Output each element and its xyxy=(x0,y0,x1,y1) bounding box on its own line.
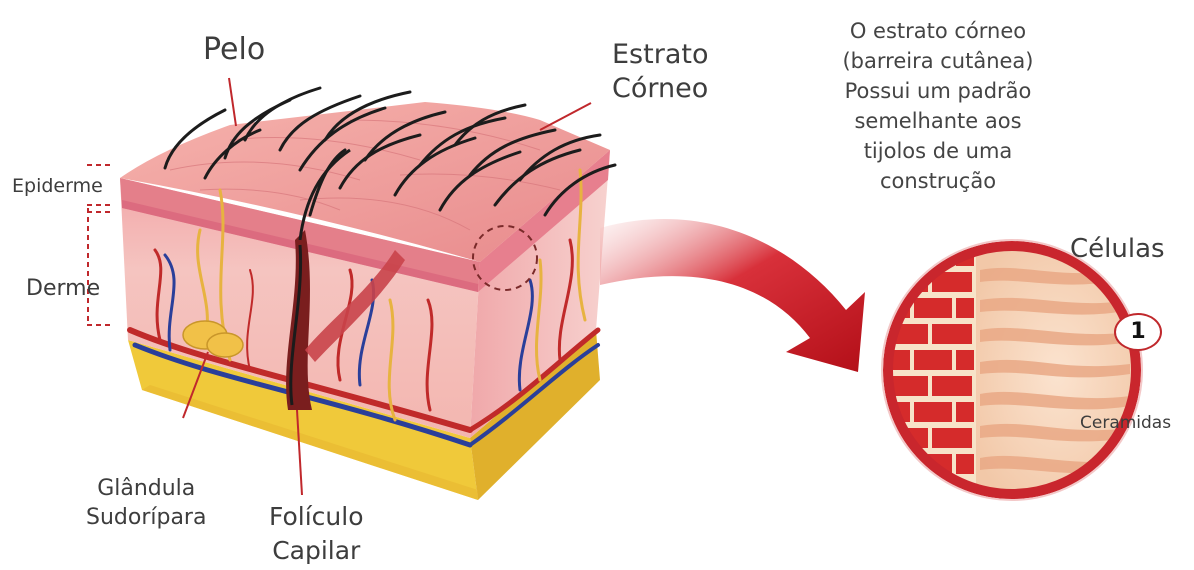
explanation-line: (barreira cutânea) xyxy=(826,46,1050,76)
label-pelo: Pelo xyxy=(203,32,265,67)
explanation-line: O estrato córneo xyxy=(826,16,1050,46)
label-estrato-line1: Estrato xyxy=(612,38,708,72)
label-estrato-corneo: Estrato Córneo xyxy=(612,38,708,106)
label-epiderme: Epiderme xyxy=(12,175,103,197)
explanation-line: construção xyxy=(826,166,1050,196)
label-derme: Derme xyxy=(26,276,100,301)
label-estrato-line2: Córneo xyxy=(612,72,708,106)
zoom-circle xyxy=(882,240,1142,500)
label-foliculo-line2: Capilar xyxy=(269,534,364,568)
zoom-arrow xyxy=(600,219,865,372)
label-foliculo-capilar: Folículo Capilar xyxy=(269,500,364,568)
label-ceramidas: Ceramidas xyxy=(1080,413,1171,433)
explanation-line: Possui um padrão xyxy=(826,76,1050,106)
label-glandula-line1: Glândula xyxy=(86,474,206,503)
label-celulas: Células xyxy=(1070,234,1165,264)
label-foliculo-line1: Folículo xyxy=(269,500,364,534)
explanation-line: tijolos de uma xyxy=(826,136,1050,166)
skin-block xyxy=(120,88,615,500)
number-badge: 1 xyxy=(1114,313,1162,351)
explanation-line: semelhante aos xyxy=(826,106,1050,136)
label-glandula-sudoripara: Glândula Sudorípara xyxy=(86,474,206,532)
explanation-text: O estrato córneo (barreira cutânea) Poss… xyxy=(826,16,1050,196)
label-glandula-line2: Sudorípara xyxy=(86,503,206,532)
